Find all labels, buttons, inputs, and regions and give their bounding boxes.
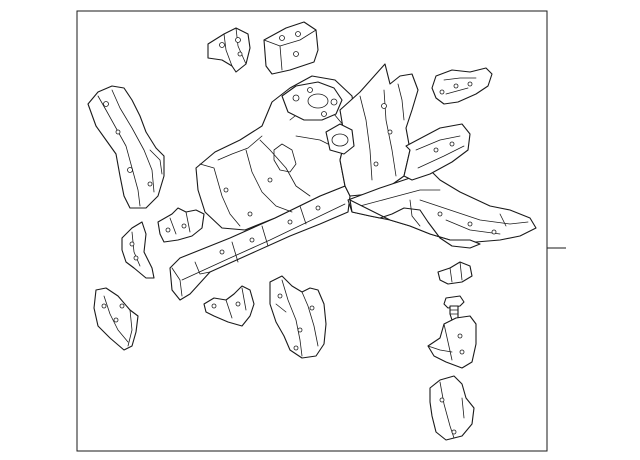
right-small-clip[interactable] [437, 261, 473, 285]
center-extension-bracket[interactable] [269, 275, 327, 359]
left-mid-bracket[interactable] [121, 221, 155, 279]
diagram-border [76, 10, 548, 452]
main-frame-assembly[interactable] [169, 63, 537, 301]
right-bolt[interactable] [443, 295, 465, 321]
upper-right-bracket[interactable] [431, 67, 493, 105]
upper-bracket-left[interactable] [207, 27, 251, 73]
left-lower-plate[interactable] [93, 287, 139, 351]
left-small-bracket[interactable] [157, 207, 205, 243]
center-lower-bracket[interactable] [203, 285, 255, 327]
right-lower-bracket[interactable] [429, 375, 475, 441]
left-upper-rail[interactable] [87, 85, 165, 209]
right-mid-bracket[interactable] [427, 315, 477, 369]
upper-bracket-right[interactable] [263, 21, 319, 75]
